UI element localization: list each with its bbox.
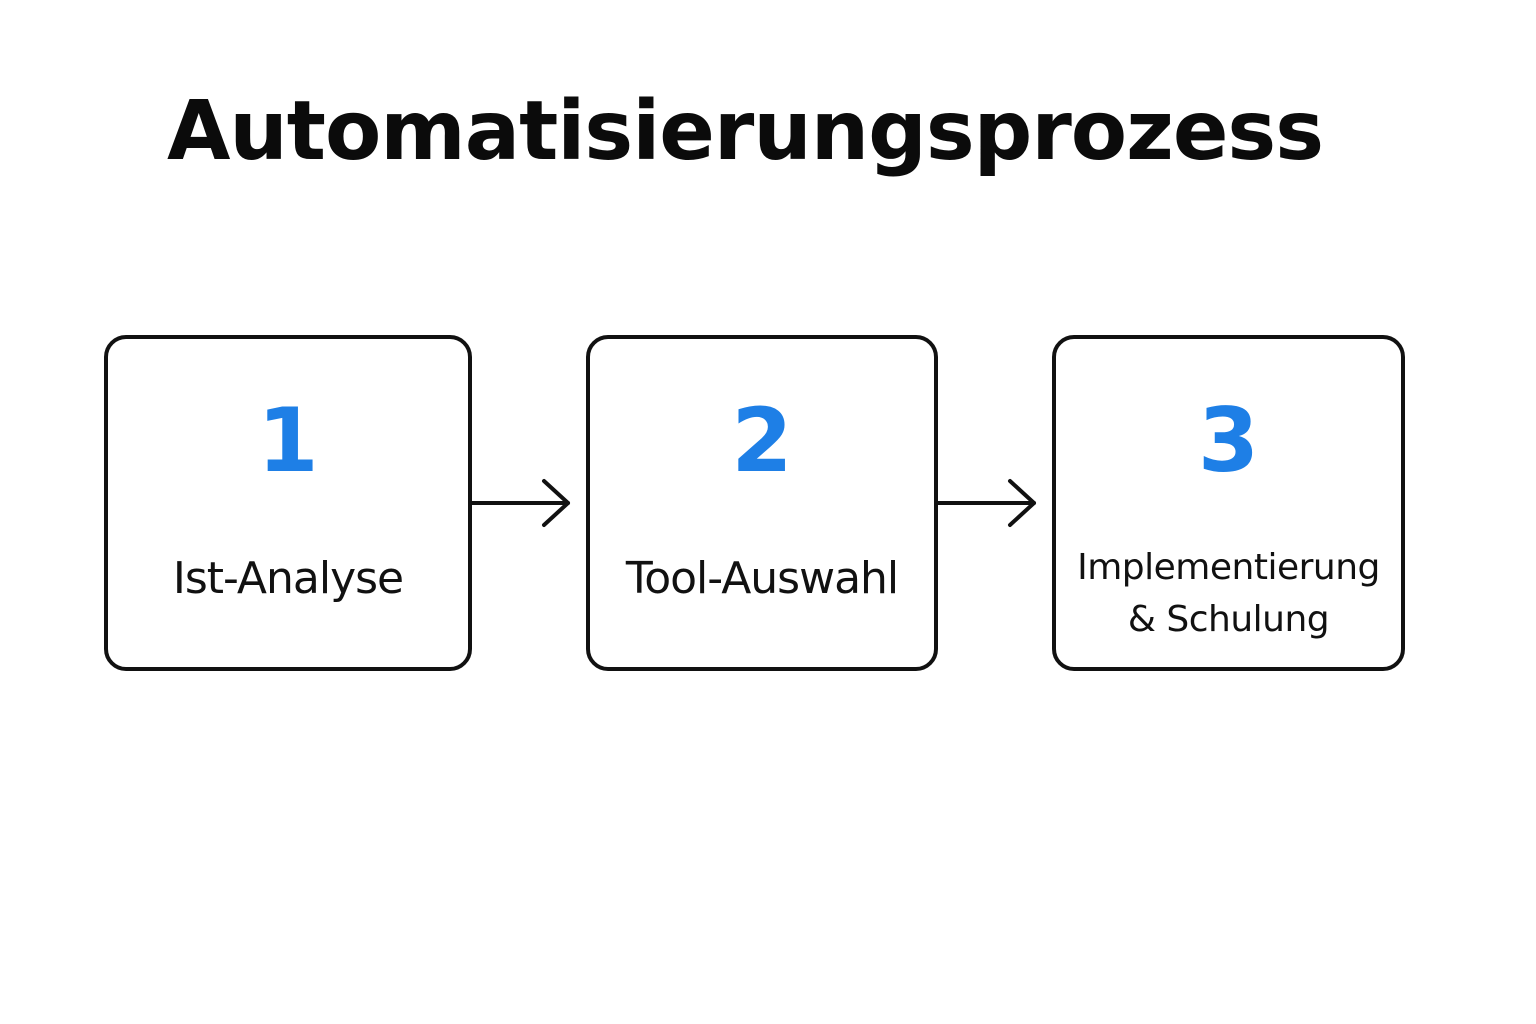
arrow-right-icon — [472, 479, 570, 527]
step-box-1: 1 Ist-Analyse — [104, 335, 472, 671]
step-label-1: Ist-Analyse — [108, 549, 468, 609]
step-number-1: 1 — [257, 389, 319, 492]
step-box-3: 3 Implementierung & Schulung — [1052, 335, 1405, 671]
arrow-right-icon — [938, 479, 1036, 527]
step-label-3-line-1: Implementierung — [1077, 547, 1380, 588]
step-label-1-line-1: Ist-Analyse — [172, 553, 404, 604]
step-label-2-line-1: Tool-Auswahl — [625, 553, 899, 604]
step-number-2: 2 — [731, 389, 793, 492]
step-number-3: 3 — [1197, 389, 1260, 492]
diagram-title: Automatisierungsprozess — [166, 84, 1324, 179]
step-label-3-line-2: & Schulung — [1127, 599, 1330, 640]
step-label-3: Implementierung & Schulung — [1056, 542, 1401, 646]
step-box-2: 2 Tool-Auswahl — [586, 335, 938, 671]
step-label-2: Tool-Auswahl — [590, 549, 934, 609]
